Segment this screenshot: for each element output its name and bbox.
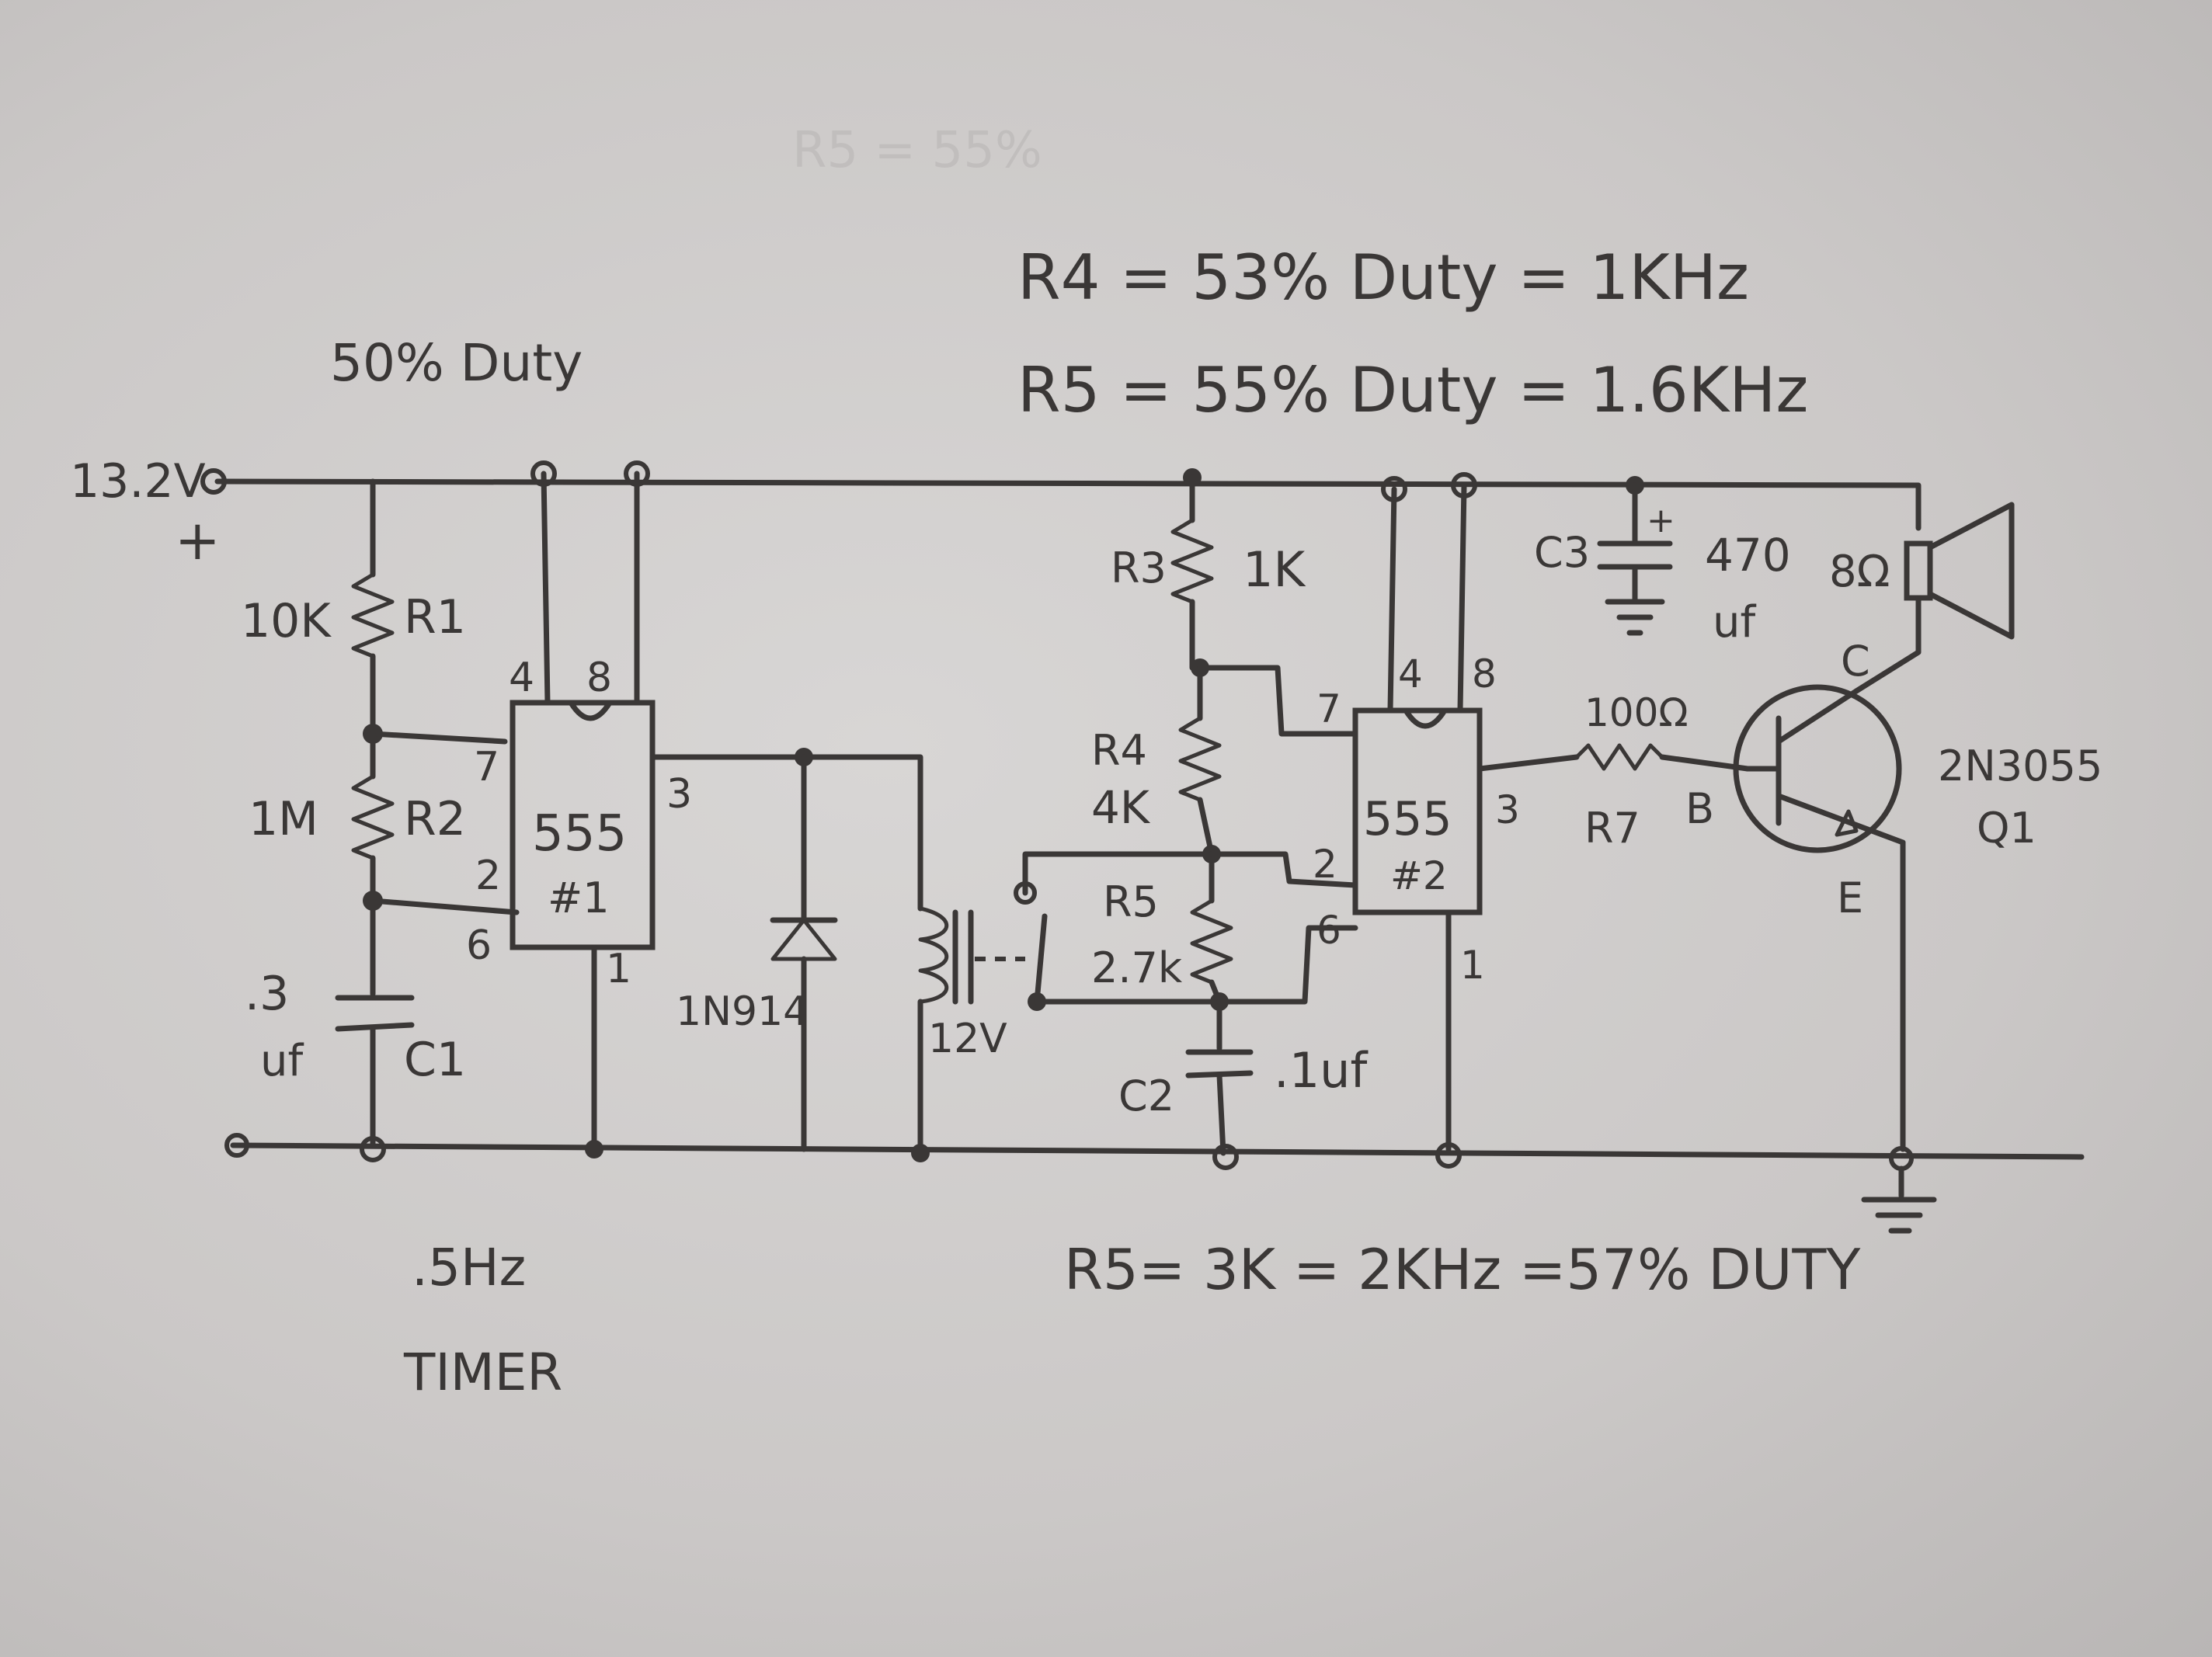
- note-r5: R5 = 55% Duty = 1.6KHz: [1017, 354, 1808, 426]
- r7-value: 100Ω: [1584, 690, 1689, 735]
- ic1-id: #1: [548, 874, 610, 922]
- base-label: B: [1685, 784, 1714, 833]
- c3-plus: +: [1647, 501, 1675, 540]
- ic2-pin1: 1: [1460, 943, 1485, 988]
- emitter-arrow: [1835, 809, 1859, 837]
- c2-name: C2: [1118, 1072, 1174, 1120]
- ic1-type: 555: [532, 805, 627, 863]
- c1-name: C1: [404, 1033, 466, 1087]
- c2-value: .1uf: [1274, 1042, 1369, 1099]
- c1-value-b: uf: [260, 1036, 304, 1086]
- r2-name: R2: [404, 792, 466, 846]
- svg-text:R5 = 55%: R5 = 55%: [792, 122, 1042, 179]
- r7-name: R7: [1584, 804, 1640, 853]
- r4-name: R4: [1091, 726, 1147, 775]
- c3-unit: uf: [1713, 597, 1756, 648]
- relay-contact: [1034, 913, 1048, 1005]
- note-r5-alt: R5= 3K = 2KHz =57% DUTY: [1064, 1237, 1861, 1302]
- ic2-pin3: 3: [1495, 787, 1520, 832]
- c3-name: C3: [1534, 528, 1590, 577]
- resistor-r5: [1190, 898, 1233, 985]
- ic2-pin7: 7: [1316, 686, 1341, 731]
- c3-value: 470: [1705, 529, 1791, 582]
- ic2-pin8: 8: [1472, 651, 1497, 696]
- r4-value: 4K: [1091, 781, 1151, 834]
- r1-value: 10K: [241, 594, 332, 648]
- ic2-id: #2: [1390, 853, 1448, 898]
- output-ground: [1861, 1165, 1937, 1234]
- supply-voltage: 13.2V: [70, 454, 206, 509]
- ic1-pin3: 3: [666, 771, 692, 818]
- relay-coil: [918, 906, 948, 1004]
- r5-name: R5: [1103, 877, 1159, 926]
- ground-terminal: [224, 1133, 249, 1158]
- ic2-pin4: 4: [1398, 651, 1423, 696]
- relay-voltage: 12V: [928, 1016, 1007, 1062]
- r5-value: 2.7k: [1091, 943, 1183, 992]
- capacitor-c3: [1597, 540, 1673, 570]
- r1-name: R1: [404, 590, 466, 644]
- ic2-pin2: 2: [1313, 842, 1337, 887]
- emitter-label: E: [1837, 874, 1863, 922]
- resistor-r4: [1178, 716, 1222, 802]
- resistor-r3: [1170, 518, 1214, 604]
- ic2-pin6: 6: [1316, 908, 1341, 953]
- diode-label: 1N914: [676, 988, 809, 1035]
- note-50-duty: 50% Duty: [330, 333, 583, 393]
- ic1-pin4: 4: [509, 655, 534, 701]
- resistor-r1: [351, 572, 395, 658]
- ic1-pin8: 8: [586, 655, 612, 701]
- diode-1n914: [770, 918, 837, 961]
- capacitor-c2: [1185, 1049, 1254, 1079]
- capacitor-c1: [335, 995, 415, 1032]
- ic2-type: 555: [1363, 792, 1452, 846]
- supply-plus: +: [175, 509, 221, 572]
- timer-label: TIMER: [403, 1343, 562, 1402]
- r2-value: 1M: [249, 792, 318, 846]
- ic-555-2: [1352, 707, 1483, 915]
- speaker-value: 8Ω: [1829, 547, 1890, 597]
- r3-value: 1K: [1243, 541, 1306, 598]
- transistor-type: 2N3055: [1938, 742, 2102, 790]
- supply-terminal: [200, 468, 227, 495]
- transistor-q1: [1733, 684, 1902, 853]
- timer-frequency: .5Hz: [412, 1238, 526, 1297]
- positive-rail: [214, 478, 1922, 531]
- transistor-id: Q1: [1977, 804, 2036, 853]
- resistor-r7: [1574, 743, 1664, 771]
- resistor-r2: [351, 774, 395, 860]
- note-r4: R4 = 53% Duty = 1KHz: [1017, 241, 1749, 314]
- ic1-pin1: 1: [606, 946, 631, 992]
- ic1-pin7: 7: [474, 744, 499, 790]
- ic1-pin2: 2: [475, 853, 501, 899]
- ic-555-1: [510, 700, 656, 950]
- collector-label: C: [1841, 637, 1870, 686]
- r3-name: R3: [1111, 544, 1167, 592]
- ground-rail: [230, 1142, 2085, 1160]
- c3-ground: [1605, 599, 1665, 636]
- speaker: [1904, 540, 1933, 601]
- ic1-pin6: 6: [466, 922, 492, 969]
- c1-value-a: .3: [245, 967, 289, 1021]
